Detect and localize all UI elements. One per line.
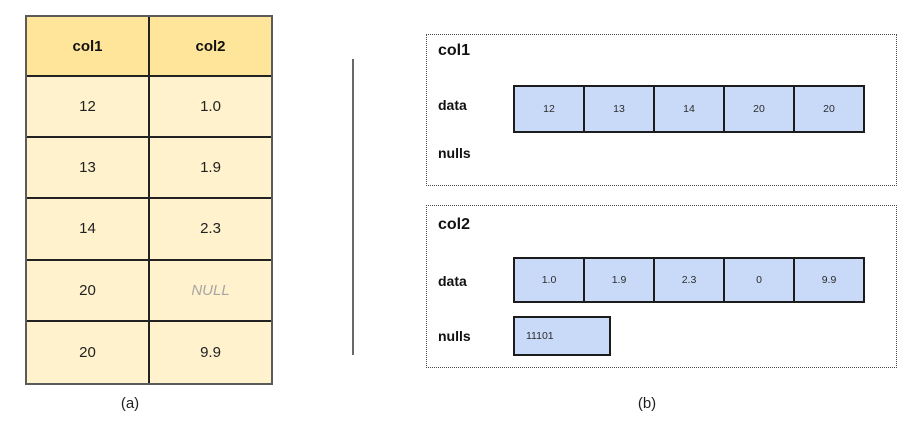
col2-data-label: data bbox=[438, 273, 467, 289]
col1-storage-box: col1 data 12 13 14 20 20 nulls bbox=[426, 34, 897, 186]
table-cell-r3c0: 20 bbox=[27, 260, 150, 322]
col1-data-cells: 12 13 14 20 20 bbox=[513, 85, 865, 133]
vertical-divider bbox=[352, 59, 354, 355]
table-cell-r2c1: 2.3 bbox=[150, 199, 271, 261]
table-cell-r3c1-null: NULL bbox=[150, 260, 271, 322]
table-cell-r0c1: 1.0 bbox=[150, 77, 271, 139]
col1-data-label: data bbox=[438, 97, 467, 113]
col1-nulls-label: nulls bbox=[438, 145, 471, 161]
col2-box-title: col2 bbox=[438, 216, 471, 233]
row-oriented-table: col1 col2 12 1.0 13 1.9 14 2.3 20 NULL 2… bbox=[25, 15, 273, 385]
col1-box-title: col1 bbox=[438, 42, 471, 59]
col2-storage-box: col2 data 1.0 1.9 2.3 0 9.9 nulls 11101 bbox=[426, 205, 897, 368]
col1-data-cell-3: 20 bbox=[723, 85, 795, 133]
table-cell-r1c1: 1.9 bbox=[150, 138, 271, 200]
col2-data-cell-4: 9.9 bbox=[793, 257, 865, 303]
col2-data-cells: 1.0 1.9 2.3 0 9.9 bbox=[513, 257, 865, 303]
col1-data-cell-0: 12 bbox=[513, 85, 585, 133]
caption-a: (a) bbox=[120, 395, 140, 412]
table-header-col1: col1 bbox=[27, 17, 150, 77]
col1-data-cell-4: 20 bbox=[793, 85, 865, 133]
col2-nulls-bitmap-cell: 11101 bbox=[513, 316, 611, 356]
col2-data-cell-3: 0 bbox=[723, 257, 795, 303]
table-cell-r0c0: 12 bbox=[27, 77, 150, 139]
col1-data-cell-2: 14 bbox=[653, 85, 725, 133]
caption-b: (b) bbox=[637, 395, 657, 412]
col2-nulls-cells: 11101 bbox=[513, 316, 611, 356]
col2-nulls-label: nulls bbox=[438, 328, 471, 344]
table-cell-r4c0: 20 bbox=[27, 321, 150, 383]
col2-data-cell-0: 1.0 bbox=[513, 257, 585, 303]
table-cell-r4c1: 9.9 bbox=[150, 321, 271, 383]
col2-data-cell-2: 2.3 bbox=[653, 257, 725, 303]
col1-data-cell-1: 13 bbox=[583, 85, 655, 133]
table-header-col2: col2 bbox=[150, 17, 271, 77]
col2-data-cell-1: 1.9 bbox=[583, 257, 655, 303]
table-cell-r1c0: 13 bbox=[27, 138, 150, 200]
table-cell-r2c0: 14 bbox=[27, 199, 150, 261]
